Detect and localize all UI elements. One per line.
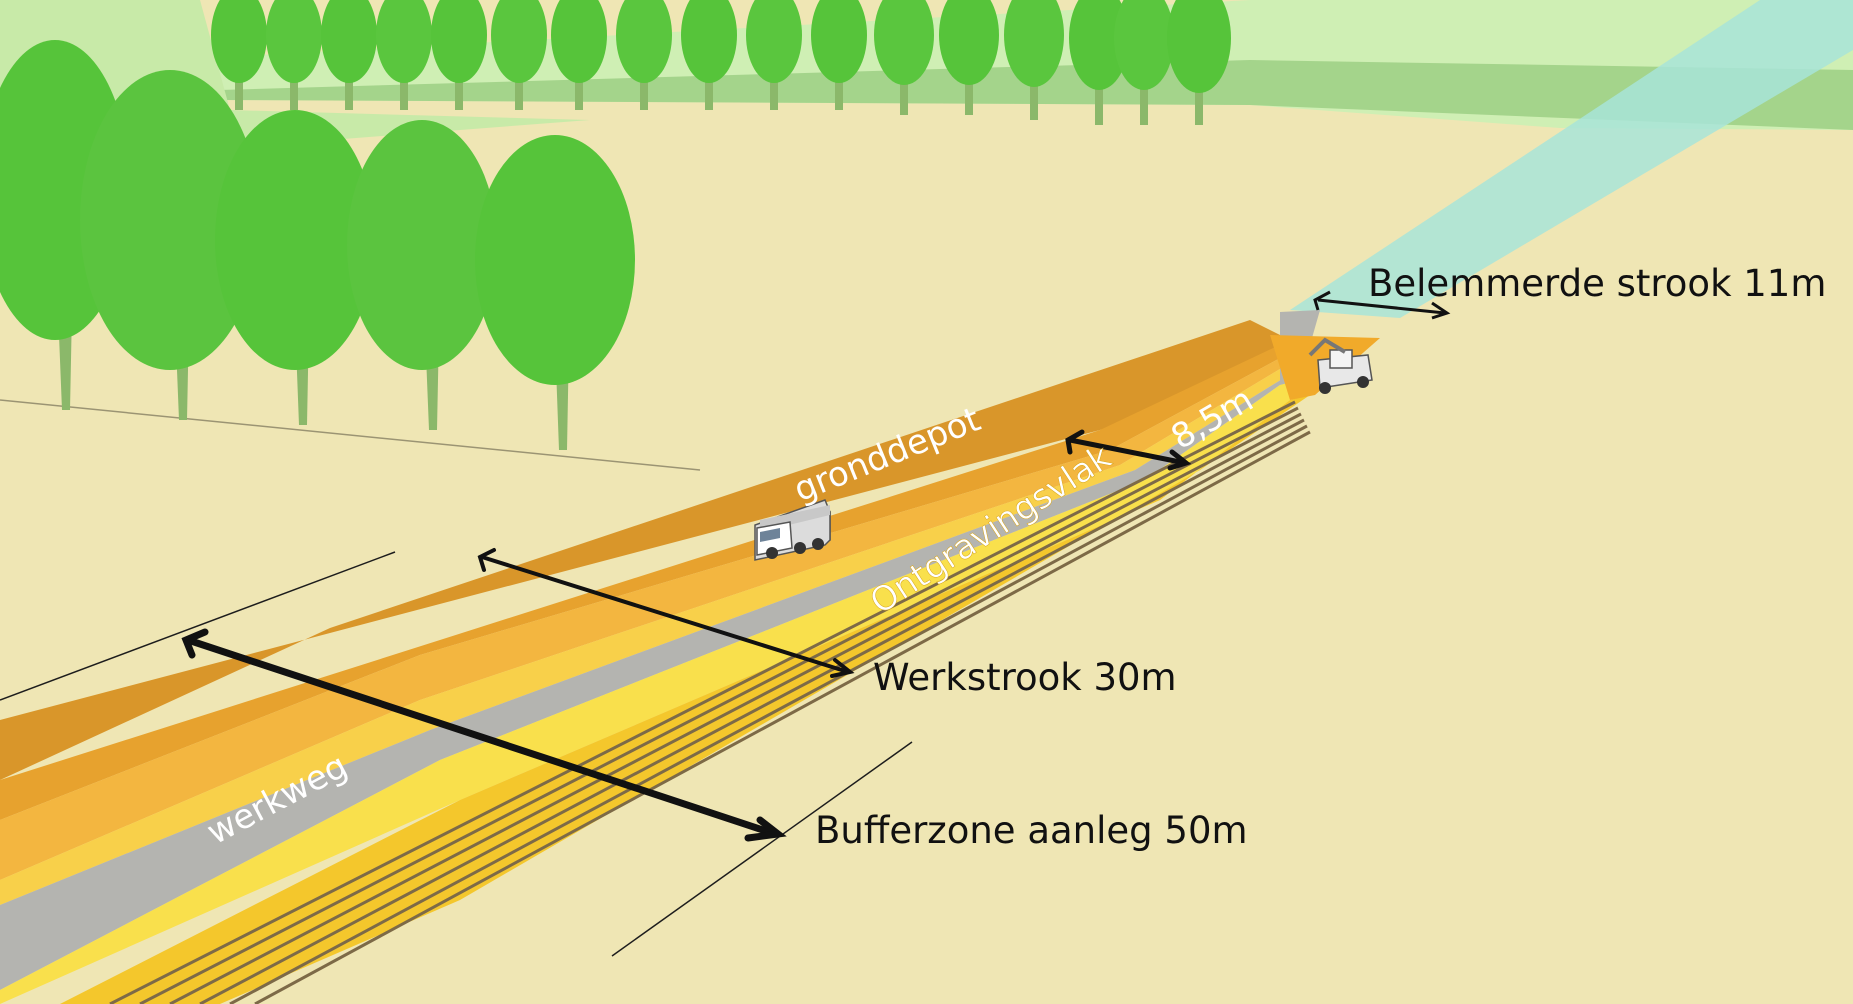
tree-icon bbox=[266, 0, 322, 110]
tree-icon bbox=[215, 110, 375, 425]
tree-icon bbox=[1114, 0, 1174, 125]
ontgravingsvlak-trench bbox=[60, 395, 1310, 1004]
gronddepot-slope bbox=[0, 350, 1295, 880]
bufferzone-boundary-line-right bbox=[611, 741, 913, 957]
trench-border-strip bbox=[0, 380, 1300, 1004]
werkstrook-label: Werkstrook 30m bbox=[873, 656, 1177, 699]
tree-icon bbox=[80, 70, 260, 420]
tree-icon bbox=[431, 0, 487, 110]
field-edge-line bbox=[0, 399, 701, 471]
bufferzone-label: Bufferzone aanleg 50m bbox=[815, 809, 1248, 852]
tree-icon bbox=[347, 120, 497, 430]
tree-icon bbox=[811, 0, 867, 110]
tree-icon bbox=[491, 0, 547, 110]
gronddepot bbox=[0, 320, 1290, 780]
excavator-icon bbox=[1308, 337, 1373, 394]
bufferzone-arrow bbox=[181, 628, 787, 842]
tree-icon bbox=[746, 0, 802, 110]
pipe-lines bbox=[109, 400, 1311, 1004]
tree-icon bbox=[1167, 0, 1231, 125]
tree-icon bbox=[376, 0, 432, 110]
tree-icon bbox=[874, 0, 934, 115]
width-8-5-arrow bbox=[1065, 429, 1192, 471]
tree-icon bbox=[321, 0, 377, 110]
tree-icon bbox=[1004, 0, 1064, 120]
belemmerde-strook-arrow bbox=[1313, 290, 1451, 320]
front-tree-row bbox=[0, 40, 635, 450]
tree-icon bbox=[475, 135, 635, 450]
back-tree-row bbox=[211, 0, 1231, 125]
tree-icon bbox=[1069, 0, 1129, 125]
werkstrook-arrow bbox=[477, 548, 855, 678]
tree-icon bbox=[551, 0, 607, 110]
gronddepot-top bbox=[0, 340, 1295, 820]
tree-icon bbox=[211, 0, 267, 110]
dump-truck-icon bbox=[754, 499, 831, 561]
tree-icon bbox=[616, 0, 672, 110]
werkstrook-band bbox=[0, 360, 1300, 905]
belemmerde-strook-label: Belemmerde strook 11m bbox=[1368, 262, 1826, 305]
tree-icon bbox=[939, 0, 999, 115]
bufferzone-boundary-line-left bbox=[0, 551, 396, 701]
tree-icon bbox=[681, 0, 737, 110]
belemmerde-strook-corridor bbox=[1290, 0, 1853, 318]
